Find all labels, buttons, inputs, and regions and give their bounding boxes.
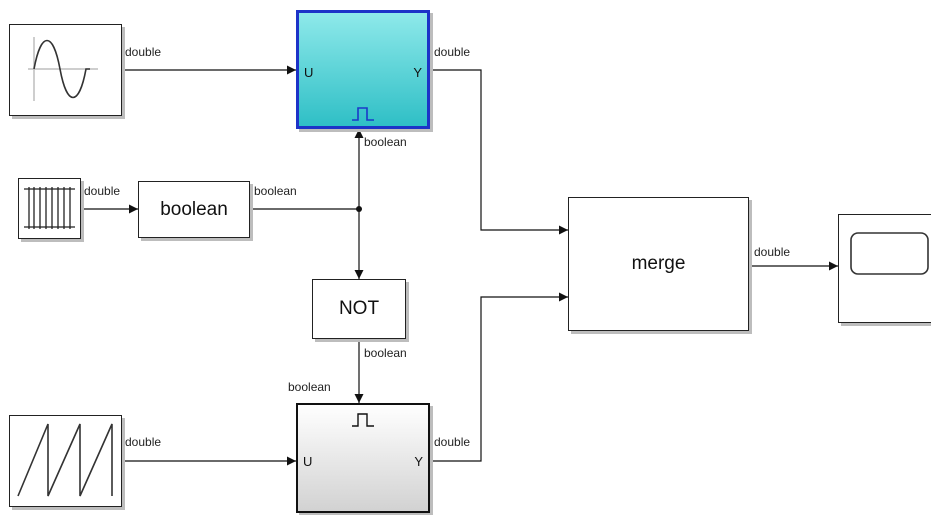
bottom-trigger-type-label: boolean [288, 380, 331, 394]
trigger-pulse-icon [352, 107, 374, 121]
conversion-label: boolean [160, 198, 228, 220]
sawtooth-block[interactable] [9, 415, 122, 507]
sine-out-type-label: double [125, 45, 162, 59]
not-out-type-label: boolean [364, 346, 407, 360]
saw-out-type-label: double [125, 435, 162, 449]
sine-wave-block[interactable] [9, 24, 122, 116]
pulse-out-type-label: double [84, 184, 121, 198]
top-subsystem-out-port: Y [413, 65, 422, 80]
not-block[interactable]: NOT [312, 279, 406, 339]
bottom-triggered-subsystem[interactable]: U Y [296, 403, 430, 513]
branch-point [356, 206, 362, 212]
sawtooth-icon [17, 423, 113, 497]
line-bottom-out-to-merge [430, 292, 568, 462]
bottom-out-type-label: double [434, 435, 471, 449]
sine-wave-icon [28, 37, 98, 101]
bottom-subsystem-out-port: Y [414, 454, 423, 469]
trigger-pulse-icon [352, 413, 374, 427]
convert-out-type-label: boolean [254, 184, 297, 198]
scope-block[interactable] [838, 214, 931, 323]
top-subsystem-in-port: U [304, 65, 314, 80]
top-out-type-label: double [434, 45, 471, 59]
line-top-out-to-merge [430, 69, 568, 235]
bottom-subsystem-in-port: U [303, 454, 313, 469]
merge-out-type-label: double [754, 245, 791, 259]
data-type-conversion-block[interactable]: boolean [138, 181, 250, 238]
pulse-generator-icon [24, 187, 75, 229]
pulse-generator-block[interactable] [18, 178, 81, 239]
top-trigger-type-label: boolean [364, 135, 407, 149]
not-label: NOT [338, 298, 380, 319]
merge-label: merge [631, 253, 686, 274]
scope-screen-icon [850, 232, 929, 275]
merge-block[interactable]: merge [568, 197, 749, 331]
top-triggered-subsystem[interactable]: U Y [296, 10, 430, 129]
